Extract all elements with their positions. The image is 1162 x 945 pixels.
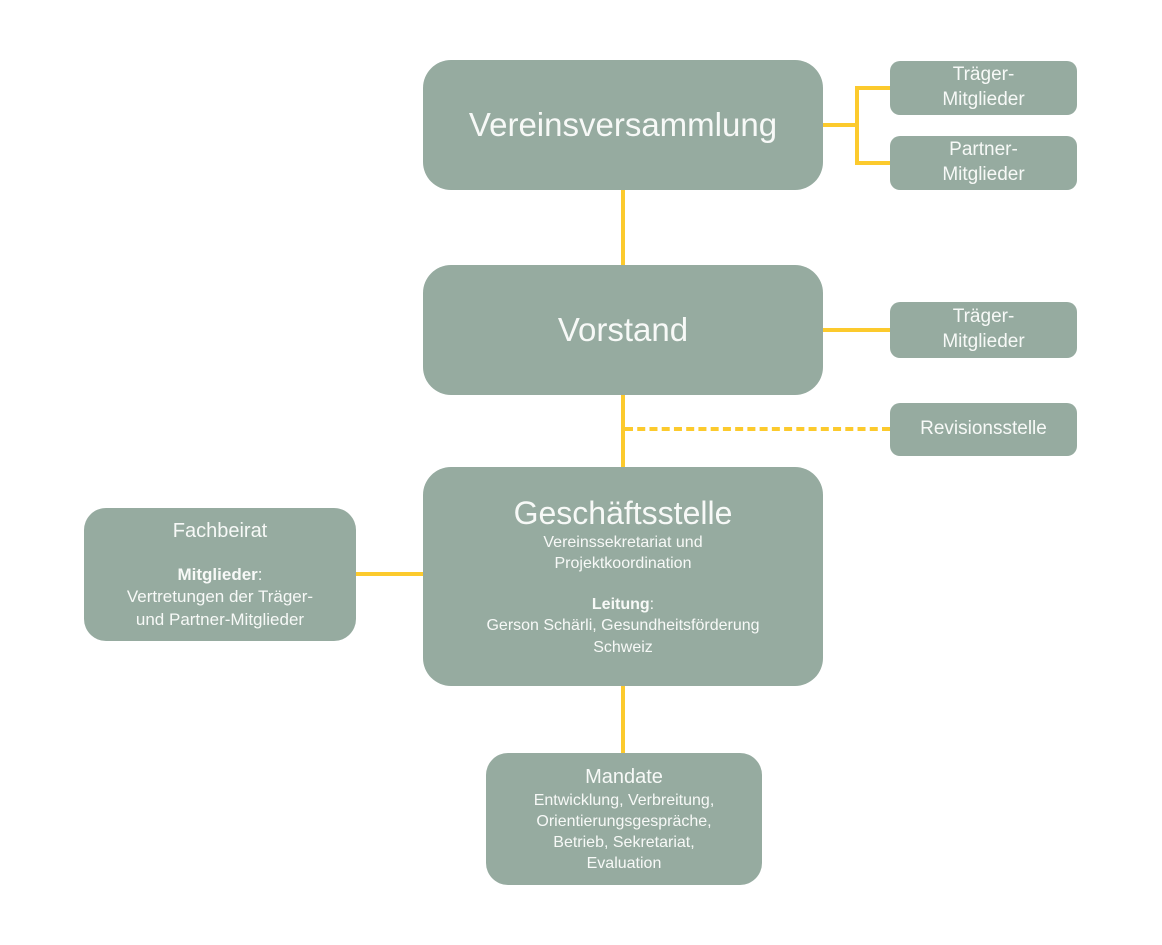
node-fachbeirat-mitglieder-label: Mitglieder:: [177, 564, 262, 586]
node-mandate-title: Mandate: [585, 765, 663, 788]
connector-revisionsstelle-dashed: [625, 427, 890, 431]
node-fachbeirat-title: Fachbeirat: [172, 520, 268, 543]
connector-to-partner: [857, 161, 890, 165]
leitung-label-bold: Leitung: [591, 596, 650, 614]
node-partner-mitglieder: Partner- Mitglieder: [890, 136, 1077, 190]
mitglieder-label-colon: :: [257, 565, 263, 585]
connector-vereinsversammlung-right-stub: [823, 123, 857, 127]
node-geschaeftsstelle-leitung-label: Leitung:: [592, 594, 654, 615]
node-mandate: Mandate Entwicklung, Verbreitung, Orient…: [486, 753, 762, 885]
node-fachbeirat-mitglieder-value: Vertretungen der Träger- und Partner-Mit…: [126, 587, 314, 629]
connector-fachbeirat-geschaeftsstelle: [356, 572, 423, 576]
node-geschaeftsstelle-title: Geschäftsstelle: [513, 495, 733, 532]
node-vorstand: Vorstand: [423, 265, 823, 395]
mitglieder-label-bold: Mitglieder: [177, 565, 258, 585]
node-vereinsversammlung: Vereinsversammlung: [423, 60, 823, 190]
node-vereinsversammlung-title: Vereinsversammlung: [468, 106, 778, 144]
connector-vorstand-geschaeftsstelle: [621, 394, 625, 467]
node-traeger-mitglieder-top: Träger- Mitglieder: [890, 61, 1077, 115]
connector-to-traeger-top: [857, 86, 890, 90]
node-traeger-mitglieder-top-title: Träger- Mitglieder: [942, 64, 1025, 110]
node-mandate-body: Entwicklung, Verbreitung, Orientierungsg…: [533, 791, 715, 873]
node-geschaeftsstelle: Geschäftsstelle Vereinssekretariat und P…: [423, 467, 823, 686]
connector-vereinsversammlung-vorstand: [621, 190, 625, 265]
node-revisionsstelle: Revisionsstelle: [890, 403, 1077, 456]
leitung-label-colon: :: [649, 596, 655, 614]
node-traeger-mitglieder-vorstand-title: Träger- Mitglieder: [942, 306, 1025, 352]
connector-members-bracket: [855, 86, 859, 165]
connector-geschaeftsstelle-mandate: [621, 686, 625, 753]
connector-vorstand-traeger: [823, 328, 890, 332]
node-traeger-mitglieder-vorstand: Träger- Mitglieder: [890, 302, 1077, 358]
node-vorstand-title: Vorstand: [557, 311, 689, 349]
node-partner-mitglieder-title: Partner- Mitglieder: [942, 139, 1025, 185]
node-geschaeftsstelle-subtitle: Vereinssekretariat und Projektkoordinati…: [543, 534, 703, 573]
node-revisionsstelle-title: Revisionsstelle: [920, 418, 1047, 440]
node-fachbeirat: Fachbeirat Mitglieder: Vertretungen der …: [84, 508, 356, 641]
node-geschaeftsstelle-leitung-value: Gerson Schärli, Gesundheitsförderung Sch…: [486, 617, 760, 656]
